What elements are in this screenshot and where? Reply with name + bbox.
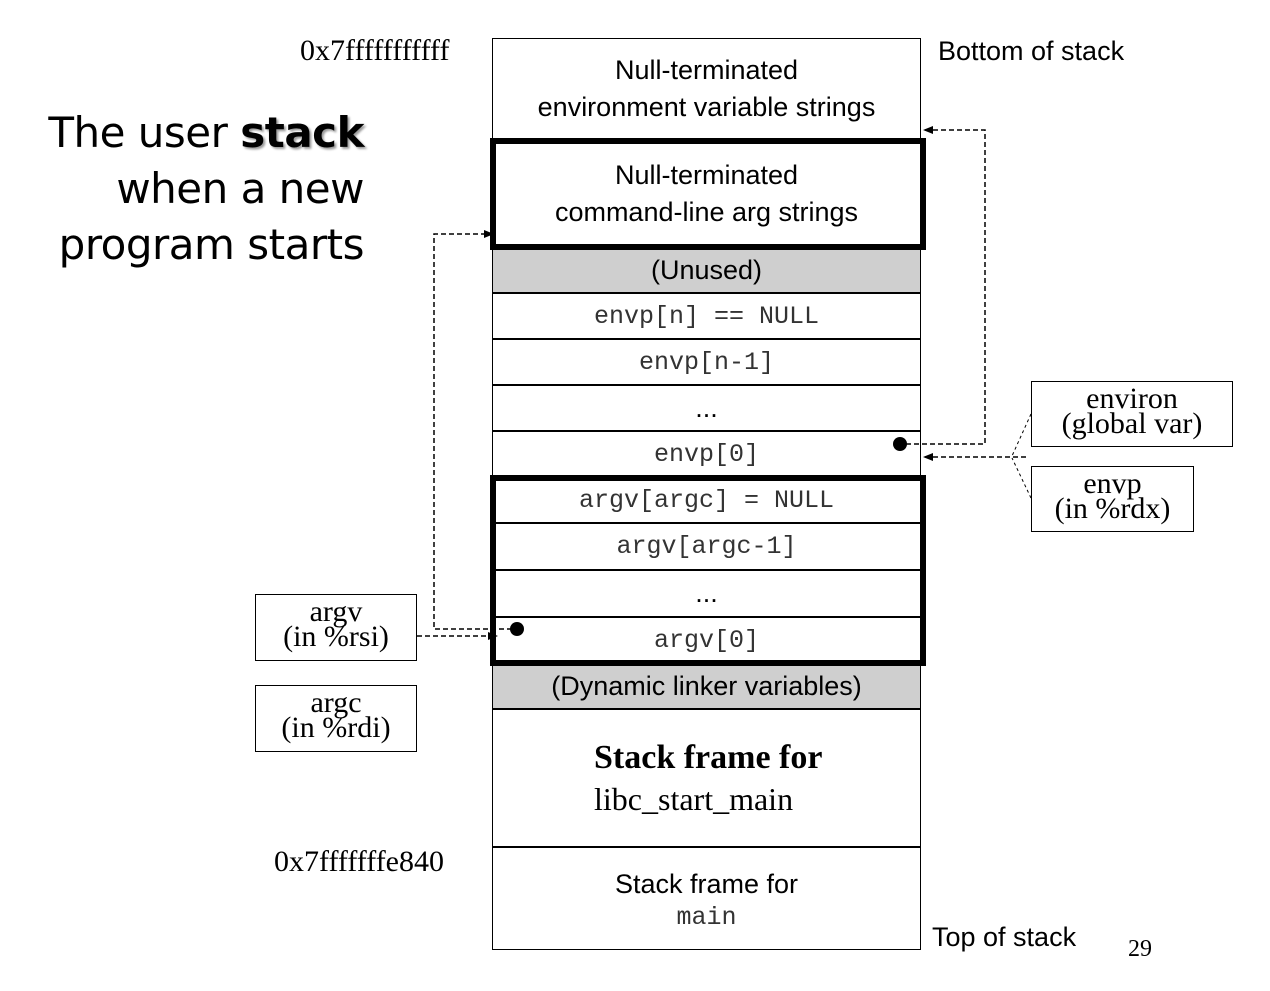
argc-register-sublabel: (in %rdi) — [281, 711, 391, 744]
envp-n-label: envp[n] == NULL — [593, 301, 820, 331]
main-frame-cell: Stack frame for main — [492, 847, 921, 950]
argv-register-label: argv — [309, 595, 363, 628]
envp-0-label: envp[0] — [653, 439, 760, 469]
libc-frame-cell: Stack frame for libc_start_main — [492, 709, 921, 847]
dyn-linker-cell: (Dynamic linker variables) — [492, 663, 921, 709]
envp-register-box: envp (in %rdx) — [1031, 466, 1194, 532]
libc-frame-line1: Stack frame for — [594, 738, 823, 776]
argv-register-sublabel: (in %rsi) — [283, 620, 389, 653]
address-top: 0x7fffffffffff — [300, 34, 450, 67]
argv-0-label: argv[0] — [653, 625, 760, 655]
title-line-3: program starts — [58, 220, 365, 269]
argv0-to-arg-strings-arrow — [433, 230, 512, 630]
title-line-2: when a new — [116, 164, 364, 213]
address-frame: 0x7fffffffe840 — [274, 845, 444, 878]
argv0-pointer-dot — [510, 622, 524, 636]
env-strings-line2: environment variable strings — [537, 92, 876, 122]
argv-register-box: argv (in %rsi) — [255, 594, 417, 661]
bottom-of-stack-label: Bottom of stack — [938, 36, 1125, 66]
envp-n1-cell: envp[n-1] — [492, 339, 921, 385]
envp-dots-label: ... — [695, 392, 718, 423]
title-line-1: The user stack — [48, 108, 364, 157]
environ-box: environ (global var) — [1031, 381, 1233, 447]
argv-dots-label: ... — [695, 578, 718, 608]
argc-register-box: argc (in %rdi) — [255, 685, 417, 752]
envp-n-cell: envp[n] == NULL — [492, 293, 921, 339]
top-of-stack-label: Top of stack — [932, 922, 1077, 952]
main-frame-line2: main — [676, 902, 737, 932]
envp-register-sublabel: (in %rdx) — [1054, 492, 1171, 525]
argc-register-label: argc — [310, 686, 362, 719]
unused-cell: (Unused) — [492, 247, 921, 293]
arg-strings-line2: command-line arg strings — [554, 196, 859, 227]
envp-register-label: envp — [1083, 467, 1142, 500]
argv-argc1-cell: argv[argc-1] — [492, 523, 921, 570]
title-stack-word: stack — [240, 108, 364, 157]
page-number: 29 — [1128, 936, 1152, 962]
environ-label: environ — [1086, 382, 1178, 415]
main-frame-line1: Stack frame for — [614, 868, 799, 899]
environ-sublabel: (global var) — [1061, 407, 1203, 440]
env-strings-cell: Null-terminated environment variable str… — [492, 38, 921, 140]
envp-0-cell: envp[0] — [492, 431, 921, 477]
envp0-to-env-strings-arrow — [906, 126, 986, 445]
envp-n1-label: envp[n-1] — [638, 347, 775, 377]
unused-label: (Unused) — [650, 254, 763, 285]
envp-dots-cell: ... — [492, 385, 921, 431]
envp-connector — [1011, 457, 1032, 499]
arg-strings-line1: Null-terminated — [614, 159, 799, 190]
env-strings-line1: Null-terminated — [614, 55, 799, 85]
title-prefix: The user — [48, 108, 241, 157]
libc-frame-line2: libc_start_main — [594, 780, 794, 817]
dyn-linker-label: (Dynamic linker variables) — [551, 670, 862, 701]
environ-connector — [1011, 413, 1032, 457]
argv-argc1-label: argv[argc-1] — [616, 532, 797, 561]
argv-dots-cell: ... — [492, 570, 921, 617]
argv-argc-label: argv[argc] = NULL — [578, 485, 835, 515]
envp0-pointer-dot — [893, 437, 907, 451]
